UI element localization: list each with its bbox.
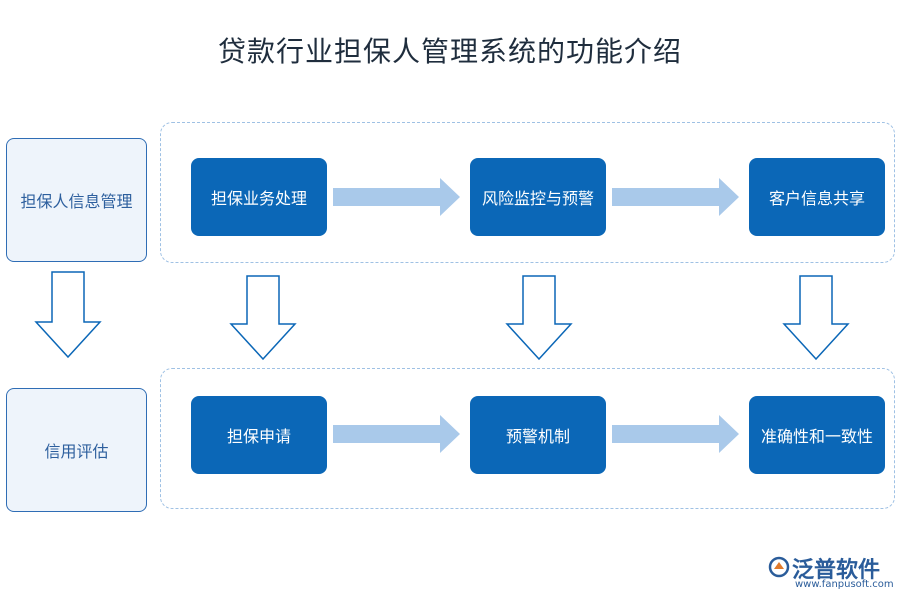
logo-name: 泛普软件 [792,558,881,583]
side-box-label: 担保人信息管理 [20,192,133,211]
down-arrow [505,275,573,361]
right-arrow [612,415,739,453]
node-label: 准确性和一致性 [760,427,873,446]
side-box-guarantor-info: 担保人信息管理 [6,138,147,262]
node-label: 客户信息共享 [768,189,865,208]
node-label: 预警机制 [505,427,570,446]
right-arrow [612,178,739,216]
node-label: 风险监控与预警 [481,189,594,208]
side-box-credit-assessment: 信用评估 [6,388,147,512]
group-top [160,122,895,263]
node-label: 担保申请 [226,427,291,446]
fanpu-logo-icon [768,556,790,578]
down-arrow [229,275,297,361]
down-arrow [34,271,102,359]
group-bottom [160,368,895,509]
right-arrow [333,415,460,453]
node-warning-mechanism: 预警机制 [470,396,606,474]
node-customer-info-sharing: 客户信息共享 [749,158,885,236]
node-label: 担保业务处理 [210,189,307,208]
page-title: 贷款行业担保人管理系统的功能介绍 [217,35,682,68]
down-arrow [782,275,850,361]
node-guarantee-business: 担保业务处理 [191,158,327,236]
right-arrow [333,178,460,216]
node-guarantee-application: 担保申请 [191,396,327,474]
side-box-label: 信用评估 [44,442,109,461]
node-accuracy-consistency: 准确性和一致性 [749,396,885,474]
node-risk-monitoring: 风险监控与预警 [470,158,606,236]
logo-url: www.fanpusoft.com [795,579,894,590]
